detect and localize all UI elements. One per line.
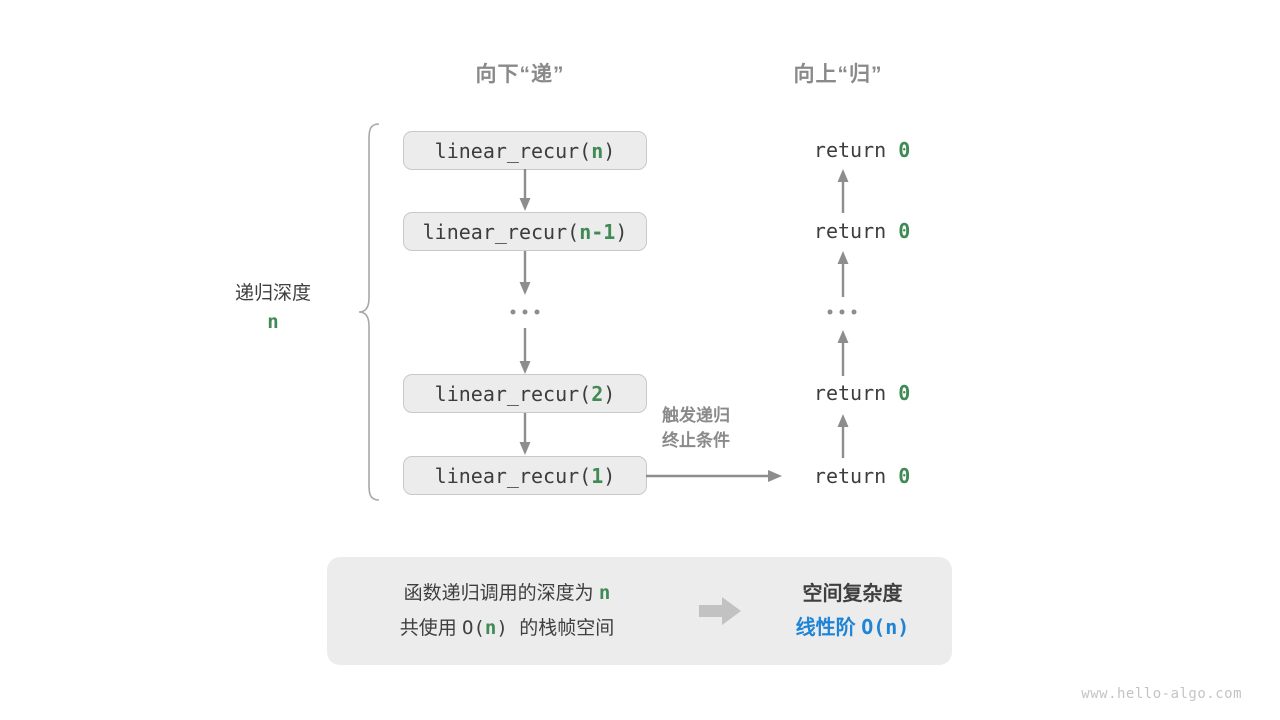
- call-box-n[interactable]: linear_recur(n): [403, 131, 647, 170]
- dot: [827, 309, 833, 315]
- down-arrow-icon: [519, 169, 531, 211]
- call-box-suffix: ): [603, 381, 616, 406]
- summary-line-2-tail: 的栈帧空间: [519, 618, 615, 639]
- dot: [534, 309, 540, 315]
- dot: [510, 309, 516, 315]
- return-keyword: return: [813, 138, 899, 162]
- dot: [839, 309, 845, 315]
- watermark: www.hello-algo.com: [1081, 686, 1242, 702]
- summary-description: 函数递归调用的深度为 n 共使用 O(n) 的栈帧空间: [327, 576, 687, 646]
- call-box-suffix: ): [615, 219, 628, 244]
- return-value: 0: [898, 381, 911, 405]
- call-box-prefix: linear_recur(: [434, 138, 592, 163]
- summary-line-1: 函数递归调用的深度为 n: [327, 576, 687, 611]
- call-box-prefix: linear_recur(: [422, 219, 580, 244]
- summary-panel: 函数递归调用的深度为 n 共使用 O(n) 的栈帧空间 空间复杂度 线性阶 O(…: [327, 557, 952, 665]
- call-box-arg: 2: [591, 381, 604, 406]
- call-box-suffix: ): [603, 463, 616, 488]
- summary-result-value: 线性阶 O(n): [753, 611, 952, 645]
- trigger-line-2: 终止条件: [662, 431, 730, 450]
- summary-arrow-container: [687, 594, 753, 628]
- call-box-prefix: linear_recur(: [434, 381, 592, 406]
- down-arrow-icon: [519, 413, 531, 455]
- return-statement-4: return 0: [766, 440, 911, 512]
- summary-line-2-mid: O(: [462, 617, 485, 639]
- up-arrow-icon: [837, 414, 849, 458]
- down-arrow-icon: [519, 328, 531, 374]
- summary-line-1-var: n: [598, 582, 611, 604]
- call-box-suffix: ): [603, 138, 616, 163]
- dot: [522, 309, 528, 315]
- summary-line-1-text: 函数递归调用的深度为: [403, 583, 599, 604]
- recursion-depth-label: 递归深度 n: [235, 281, 311, 337]
- call-box-arg: 1: [591, 463, 604, 488]
- dot: [851, 309, 857, 315]
- call-box-n-minus-1[interactable]: linear_recur(n-1): [403, 212, 647, 251]
- summary-result-expr: O(n): [861, 614, 910, 639]
- return-value: 0: [898, 464, 911, 488]
- return-keyword: return: [813, 381, 899, 405]
- summary-result-label: 线性阶: [795, 616, 862, 639]
- recursion-depth-value: n: [267, 311, 279, 333]
- call-box-prefix: linear_recur(: [434, 463, 592, 488]
- summary-line-2-pre: 共使用: [399, 618, 463, 639]
- recursion-depth-brace: [358, 123, 380, 501]
- trigger-line-1: 触发递归: [662, 406, 730, 425]
- return-statement-2: return 0: [766, 195, 911, 267]
- base-case-arrow-icon: [646, 470, 782, 482]
- return-statement-3: return 0: [766, 357, 911, 429]
- summary-line-2-var: n: [484, 617, 497, 639]
- trigger-condition-label: 触发递归 终止条件: [662, 403, 730, 453]
- summary-result-title: 空间复杂度: [802, 582, 903, 605]
- summary-line-2: 共使用 O(n) 的栈帧空间: [327, 611, 687, 646]
- return-statement-1: return 0: [766, 114, 911, 186]
- return-value: 0: [898, 138, 911, 162]
- call-box-arg: n: [591, 138, 604, 163]
- right-arrow-icon: [699, 597, 741, 625]
- return-keyword: return: [813, 464, 899, 488]
- call-box-1[interactable]: linear_recur(1): [403, 456, 647, 495]
- up-arrow-icon: [837, 330, 849, 376]
- up-arrow-icon: [837, 251, 849, 297]
- ellipsis-left: [510, 309, 540, 315]
- down-arrow-icon: [519, 251, 531, 295]
- summary-result: 空间复杂度 线性阶 O(n): [753, 578, 952, 645]
- ellipsis-right: [827, 309, 857, 315]
- column-header-down: 向下“递”: [475, 63, 565, 86]
- return-keyword: return: [813, 219, 899, 243]
- return-value: 0: [898, 219, 911, 243]
- summary-line-2-post: ): [496, 617, 520, 639]
- recursion-depth-text: 递归深度: [234, 283, 312, 304]
- column-header-up: 向上“归”: [793, 63, 883, 86]
- call-box-2[interactable]: linear_recur(2): [403, 374, 647, 413]
- up-arrow-icon: [837, 169, 849, 213]
- call-box-arg: n-1: [579, 219, 616, 244]
